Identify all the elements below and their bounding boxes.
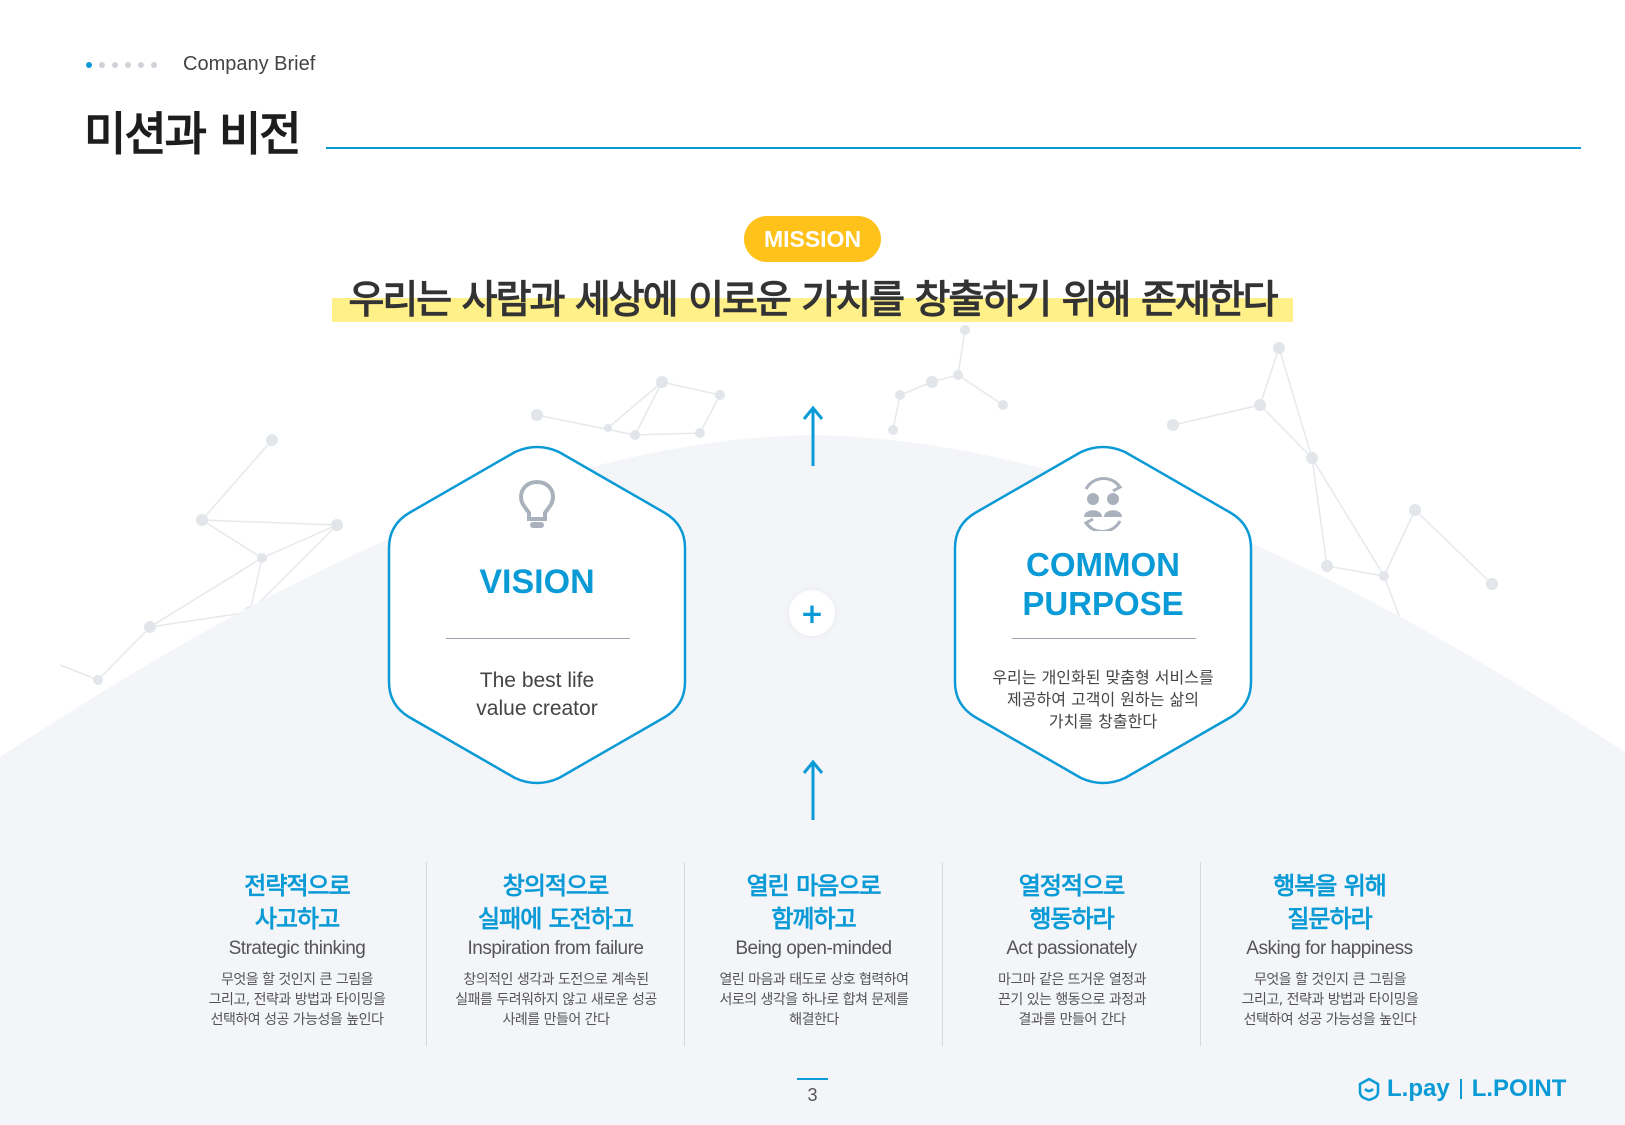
brand-lpoint: L.POINT: [1471, 1075, 1567, 1102]
arrow-up-icon: [802, 759, 824, 820]
pager-dot: [151, 62, 157, 68]
value-desc-line: 해결한다: [789, 1012, 839, 1028]
value-desc-line: 선택하여 성공 가능성을 높인다: [1243, 1012, 1417, 1028]
page-number-rule: [797, 1078, 828, 1080]
pager-dot-active: [86, 62, 92, 68]
value-title-line: 행복을 위해: [1273, 872, 1387, 900]
lightbulb-icon: [518, 479, 556, 528]
value-title: 열린 마음으로 함께하고: [685, 870, 942, 936]
mission-badge: MISSION: [744, 216, 881, 262]
value-title: 전략적으로 사고하고: [168, 870, 426, 936]
vision-hexagon: VISION The best life value creator: [387, 445, 687, 785]
value-title: 열정적으로 행동하라: [943, 870, 1200, 936]
value-title-line: 열린 마음으로: [746, 872, 882, 900]
vision-desc-line: The best life: [479, 669, 595, 692]
value-english: Inspiration from failure: [467, 938, 644, 959]
plus-icon: +: [789, 590, 835, 636]
common-purpose-heading-line: COMMON: [1026, 546, 1180, 583]
value-title-line: 창의적으로: [502, 872, 609, 900]
value-title-line: 실패에 도전하고: [478, 905, 634, 933]
brand-lpay: L.pay: [1387, 1075, 1450, 1102]
value-title-line: 사고하고: [254, 905, 340, 933]
value-english: Act passionately: [1006, 938, 1137, 959]
value-english: Asking for happiness: [1246, 938, 1413, 959]
common-purpose-desc-line: 제공하여 고객이 원하는 삶의: [1007, 690, 1199, 709]
hexagon-shape: [953, 445, 1253, 785]
value-english: Strategic thinking: [228, 938, 366, 959]
value-desc-line: 서로의 생각을 하나로 합쳐 문제를: [719, 992, 909, 1008]
common-purpose-heading: COMMON PURPOSE: [953, 545, 1253, 623]
value-description: 무엇을 할 것인지 큰 그림을 그리고, 전략과 방법과 타이밍을 선택하여 성…: [1215, 970, 1445, 1030]
common-purpose-hexagon: COMMON PURPOSE 우리는 개인화된 맞춤형 서비스를 제공하여 고객…: [953, 445, 1253, 785]
brand-separator: [1459, 1079, 1462, 1099]
value-desc-line: 결과를 만들어 간다: [1018, 1012, 1126, 1028]
value-title: 행복을 위해 질문하라: [1201, 870, 1458, 936]
value-title-line: 질문하라: [1287, 905, 1372, 933]
page-number: 3: [807, 1085, 818, 1105]
arrow-up-icon: [802, 405, 824, 466]
value-desc-line: 창의적인 생각과 도전으로 계속된: [463, 972, 649, 988]
hexagon-shape: [387, 445, 687, 785]
pager-dot: [99, 62, 105, 68]
pager-dot: [112, 62, 118, 68]
common-purpose-desc-line: 가치를 창출한다: [1048, 712, 1158, 731]
value-item: 행복을 위해 질문하라 Asking for happiness 무엇을 할 것…: [1200, 862, 1458, 1046]
value-title-line: 함께하고: [771, 905, 856, 933]
value-description: 창의적인 생각과 도전으로 계속된 실패를 두려워하지 않고 새로운 성공 사례…: [441, 970, 671, 1030]
value-description: 무엇을 할 것인지 큰 그림을 그리고, 전략과 방법과 타이밍을 선택하여 성…: [182, 970, 412, 1030]
brand-logo: L.pay L.POINT: [1357, 1075, 1566, 1103]
value-desc-line: 마그마 같은 뜨거운 열정과: [997, 972, 1147, 988]
value-desc-line: 사례를 만들어 간다: [502, 1012, 610, 1028]
value-desc-line: 실패를 두려워하지 않고 새로운 성공: [455, 992, 657, 1008]
value-item: 열정적으로 행동하라 Act passionately 마그마 같은 뜨거운 열…: [942, 862, 1200, 1046]
value-desc-line: 선택하여 성공 가능성을 높인다: [210, 1012, 384, 1028]
value-item: 전략적으로 사고하고 Strategic thinking 무엇을 할 것인지 …: [168, 862, 426, 1046]
mission-highlight: [332, 298, 1293, 322]
vision-description: The best life value creator: [427, 667, 647, 723]
value-item: 열린 마음으로 함께하고 Being open-minded 열린 마음과 태도…: [684, 862, 942, 1046]
pager-dot: [138, 62, 144, 68]
value-description: 열린 마음과 태도로 상호 협력하여 서로의 생각을 하나로 합쳐 문제를 해결…: [699, 970, 929, 1030]
value-title-line: 행동하라: [1029, 905, 1114, 933]
value-title-line: 열정적으로: [1018, 872, 1125, 900]
pager-dot: [125, 62, 131, 68]
vision-desc-line: value creator: [476, 697, 598, 720]
value-desc-line: 무엇을 할 것인지 큰 그림을: [221, 972, 373, 988]
value-english: Being open-minded: [735, 938, 892, 959]
mission-statement: 우리는 사람과 세상에 이로운 가치를 창출하기 위해 존재한다: [348, 278, 1278, 323]
pager-dots: [86, 62, 157, 68]
common-purpose-heading-line: PURPOSE: [1022, 585, 1184, 622]
value-desc-line: 그리고, 전략과 방법과 타이밍을: [1241, 992, 1419, 1008]
common-purpose-divider: [1012, 638, 1196, 639]
value-desc-line: 열린 마음과 태도로 상호 협력하여: [719, 972, 909, 988]
value-desc-line: 그리고, 전략과 방법과 타이밍을: [208, 992, 386, 1008]
common-purpose-description: 우리는 개인화된 맞춤형 서비스를 제공하여 고객이 원하는 삶의 가치를 창출…: [973, 667, 1233, 733]
value-desc-line: 무엇을 할 것인지 큰 그림을: [1254, 972, 1406, 988]
title-underline: [326, 147, 1581, 149]
page-title: 미션과 비전: [84, 107, 302, 161]
lpay-logo-icon: [1358, 1077, 1380, 1101]
section-label: Company Brief: [183, 53, 316, 75]
vision-heading: VISION: [479, 563, 595, 601]
value-title: 창의적으로 실패에 도전하고: [427, 870, 684, 936]
value-desc-line: 끈기 있는 행동으로 과정과: [997, 992, 1147, 1008]
common-purpose-desc-line: 우리는 개인화된 맞춤형 서비스를: [992, 668, 1214, 687]
value-item: 창의적으로 실패에 도전하고 Inspiration from failure …: [426, 862, 684, 1046]
vision-divider: [446, 638, 630, 639]
people-exchange-icon: [1083, 477, 1123, 531]
value-description: 마그마 같은 뜨거운 열정과 끈기 있는 행동으로 과정과 결과를 만들어 간다: [957, 970, 1187, 1030]
core-values: 전략적으로 사고하고 Strategic thinking 무엇을 할 것인지 …: [168, 862, 1458, 1046]
value-title-line: 전략적으로: [244, 872, 350, 900]
